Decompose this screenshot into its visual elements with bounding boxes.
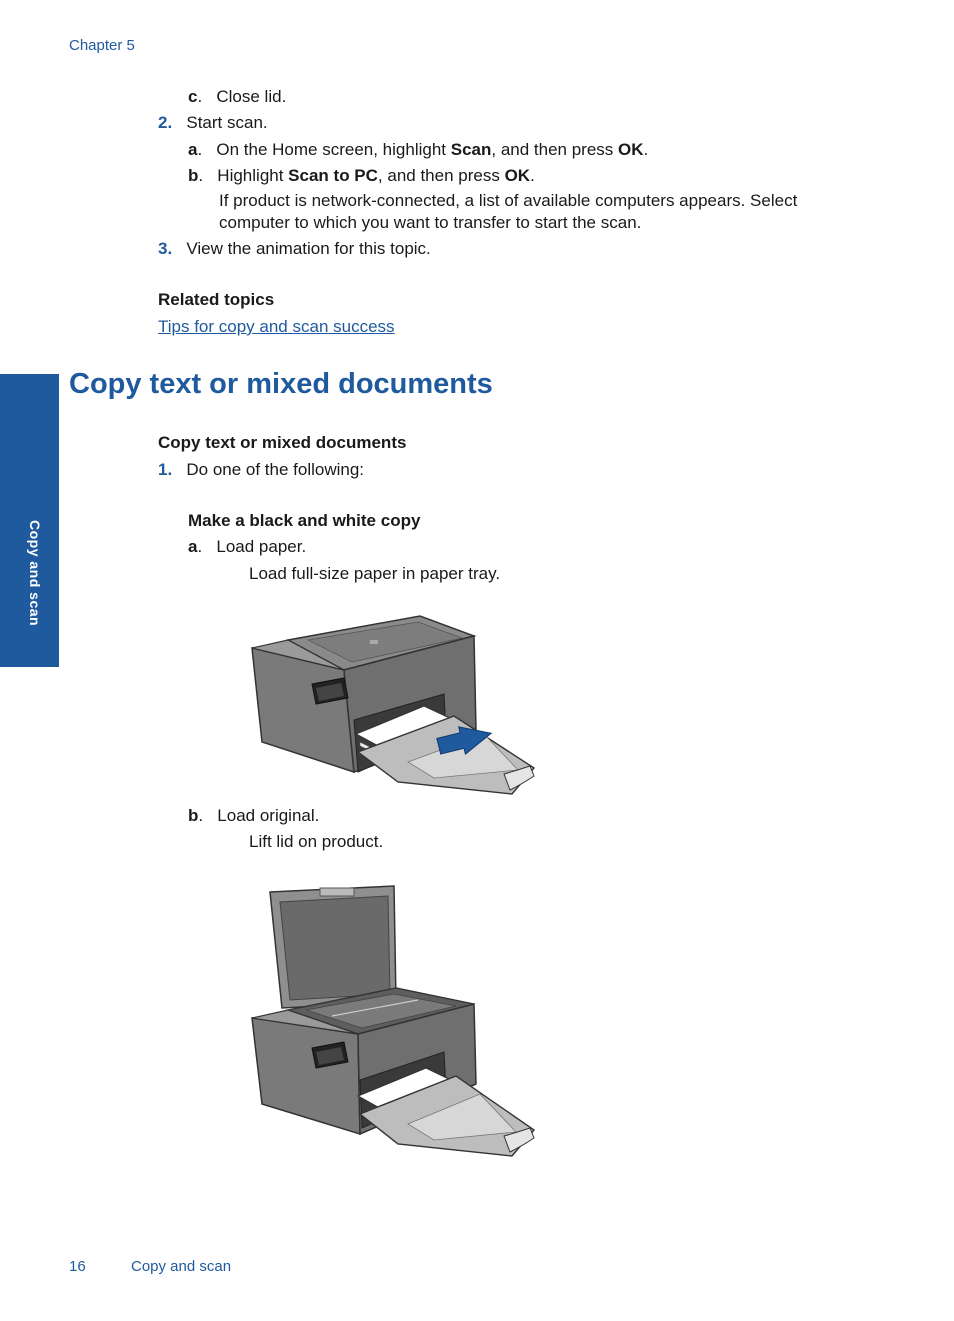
ui-term: Scan — [450, 140, 492, 159]
step-b: b. Highlight Scan to PC, and then press … — [188, 166, 535, 185]
step-text: View the animation for this topic. — [186, 239, 431, 258]
related-topics-title: Related topics — [158, 290, 275, 309]
step-text: Load paper. — [216, 537, 307, 556]
printer-load-paper-illustration — [251, 615, 536, 795]
step-text: . — [530, 166, 535, 185]
step-number: 3. — [158, 239, 173, 258]
bw-copy-title: Make a black and white copy — [188, 511, 421, 530]
step-3: 3. View the animation for this topic. — [158, 239, 431, 259]
step-text: Highlight — [217, 166, 289, 185]
step-letter: a — [188, 537, 198, 556]
step-1: 1. Do one of the following: — [158, 460, 364, 480]
step-letter: a — [188, 140, 198, 159]
step-number: 2. — [158, 113, 173, 132]
step-2: 2. Start scan. — [158, 113, 268, 133]
side-tab — [0, 374, 59, 667]
step-letter: b — [188, 166, 199, 185]
ui-term: Scan to PC — [288, 166, 378, 185]
step-letter: b — [188, 806, 199, 825]
load-original-step: b. Load original. — [188, 806, 320, 825]
side-tab-label: Copy and scan — [27, 520, 43, 627]
chapter-header: Chapter 5 — [69, 37, 135, 54]
ui-term: OK — [504, 166, 531, 185]
step-b-note-line2: computer to which you want to transfer t… — [219, 213, 642, 232]
procedure-title: Copy text or mixed documents — [158, 433, 407, 452]
ui-term: OK — [618, 140, 644, 159]
step-c: c. Close lid. — [188, 87, 287, 106]
tips-link[interactable]: Tips for copy and scan success — [158, 317, 395, 336]
lift-lid-note: Lift lid on product. — [249, 832, 384, 851]
step-b-note-line1: If product is network-connected, a list … — [219, 191, 798, 210]
footer-section: Copy and scan — [131, 1258, 232, 1275]
page-number: 16 — [69, 1258, 86, 1275]
step-text: . — [643, 140, 649, 159]
step-number: 1. — [158, 460, 173, 479]
step-text: Load original. — [217, 806, 320, 825]
step-letter: c — [188, 87, 198, 106]
step-text: Start scan. — [186, 113, 268, 132]
load-paper-note: Load full-size paper in paper tray. — [249, 564, 501, 583]
step-text: On the Home screen, highlight — [216, 140, 451, 159]
step-text: , and then press — [377, 166, 505, 185]
step-text: Do one of the following: — [186, 460, 365, 479]
step-text: , and then press — [491, 140, 619, 159]
load-paper-step: a. Load paper. — [188, 537, 307, 556]
printer-lid-open-illustration — [251, 885, 536, 1157]
step-a: a. On the Home screen, highlight Scan, a… — [188, 140, 649, 159]
step-text: Close lid. — [216, 87, 287, 106]
section-title: Copy text or mixed documents — [69, 368, 493, 400]
